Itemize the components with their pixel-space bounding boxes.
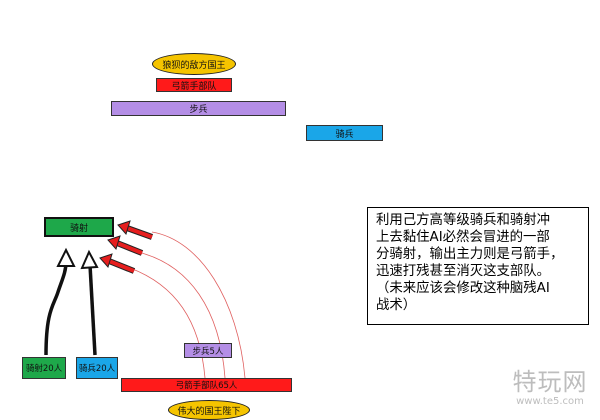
- ally-archer-unit: 弓箭手部队65人: [121, 378, 292, 392]
- enemy-infantry-label: 步兵: [189, 105, 208, 115]
- watermark-brand: 特玩网: [512, 368, 588, 396]
- note-line: 上去黏住AI必然会冒进的一部: [376, 230, 550, 245]
- enemy-archer-label: 弓箭手部队: [171, 81, 217, 92]
- archer-fire-curve-2: [137, 251, 226, 379]
- ally-cavalry-label: 骑兵20人: [78, 364, 116, 374]
- watermark-url: www.te5.com: [516, 396, 584, 407]
- watermark: 特玩网 www.te5.com: [505, 368, 595, 418]
- ally-horse-archer-label: 骑射20人: [25, 364, 63, 374]
- ally-infantry-unit: 步兵5人: [184, 343, 232, 358]
- note-line: （未来应该会修改这种脑残AI: [376, 281, 550, 296]
- archer-fire-curve-3: [129, 267, 206, 379]
- red-arrow-1: [117, 220, 154, 240]
- enemy-infantry-bar: 步兵: [111, 101, 286, 116]
- black-arrow-cavalry: [80, 249, 99, 356]
- note-line: 战术）: [376, 298, 417, 313]
- ally-infantry-label: 步兵5人: [192, 346, 224, 357]
- strategy-note-box: 利用己方高等级骑兵和骑射冲 上去黏住AI必然会冒进的一部 分骑射，输出主力则是弓…: [367, 207, 589, 325]
- black-arrow-horse-archer: [44, 247, 76, 356]
- enemy-archer-bar: 弓箭手部队: [156, 78, 232, 92]
- enemy-cavalry-bar: 骑兵: [306, 125, 383, 141]
- enemy-king-ellipse: 狼狈的敌方国王: [152, 53, 236, 75]
- note-line: 利用己方高等级骑兵和骑射冲: [376, 213, 551, 228]
- horse-archer-target-box: 骑射: [44, 217, 114, 237]
- ally-cavalry-unit: 骑兵20人: [76, 357, 118, 379]
- enemy-cavalry-label: 骑兵: [335, 129, 354, 140]
- note-line: 迅速打残甚至消灭这支部队。: [376, 264, 551, 279]
- ally-archer-label: 弓箭手部队65人: [175, 381, 238, 391]
- archer-fire-curve-1: [151, 231, 246, 379]
- ally-king-label: 伟大的国王陛下: [177, 406, 241, 417]
- ally-horse-archer-unit: 骑射20人: [22, 357, 66, 379]
- note-line: 分骑射，输出主力则是弓箭手，: [376, 247, 564, 262]
- horse-archer-target-label: 骑射: [69, 223, 88, 234]
- ally-king-ellipse: 伟大的国王陛下: [168, 400, 250, 420]
- enemy-king-label: 狼狈的敌方国王: [162, 60, 226, 71]
- red-arrow-3: [99, 253, 136, 274]
- red-arrow-2: [107, 235, 144, 256]
